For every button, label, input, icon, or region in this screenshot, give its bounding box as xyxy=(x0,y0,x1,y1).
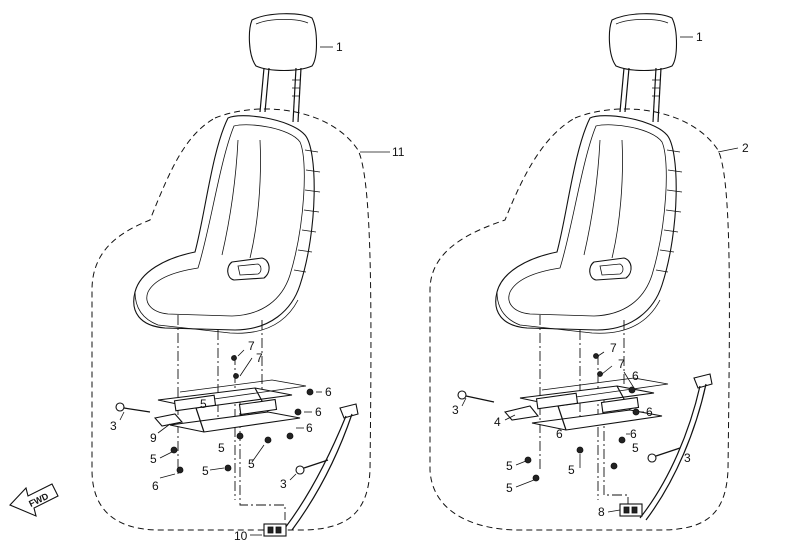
left-callout-bolt-right: 3 xyxy=(280,477,287,491)
left-callout-washer-b: 6 xyxy=(325,385,332,399)
right-callout-bolt-right: 3 xyxy=(684,451,691,465)
left-callout-screw-b: 7 xyxy=(256,351,263,365)
right-callout-screw-a: 7 xyxy=(610,341,617,355)
right-callout-nut-c: 5 xyxy=(568,463,575,477)
left-seat-assembly: 1 11 3 9 5 6 5 5 5 5 7 7 6 6 6 3 10 xyxy=(91,13,405,543)
right-callout-bolt-left: 3 xyxy=(452,403,459,417)
left-callout-assembly: 11 xyxy=(392,145,405,159)
right-bolt-3 xyxy=(457,390,495,403)
right-callout-washer-c: 6 xyxy=(630,427,637,441)
right-callout-washer-a: 6 xyxy=(632,369,639,383)
left-headrest xyxy=(248,13,318,123)
left-callout-nut-c: 5 xyxy=(200,397,207,411)
left-callout-nut-e: 5 xyxy=(248,457,255,471)
right-callout-nut-d: 5 xyxy=(632,441,639,455)
left-bolt-3b xyxy=(295,459,329,475)
left-callout-headrest: 1 xyxy=(336,40,343,54)
right-slide-rails xyxy=(503,377,669,431)
left-callout-bracket: 9 xyxy=(150,431,157,445)
left-latch-strap xyxy=(263,403,359,537)
left-bolt-3 xyxy=(115,402,151,413)
right-callout-washer-b: 6 xyxy=(646,405,653,419)
right-bolt-3b xyxy=(647,447,681,463)
right-callout-screw-b: 7 xyxy=(618,357,625,371)
right-callout-headrest: 1 xyxy=(696,30,703,44)
left-callout-nut-a: 5 xyxy=(150,452,157,466)
left-callout-nut-b: 5 xyxy=(202,464,209,478)
right-seat-shell xyxy=(495,115,683,334)
right-callout-assembly: 2 xyxy=(742,141,749,155)
left-seat-shell xyxy=(133,115,321,334)
left-slide-rails xyxy=(153,379,307,433)
right-callout-washer-d: 6 xyxy=(556,427,563,441)
left-callout-nut-d: 5 xyxy=(218,441,225,455)
right-callout-bracket: 4 xyxy=(494,415,501,429)
left-callout-washer-c: 6 xyxy=(315,405,322,419)
right-headrest xyxy=(608,13,678,123)
right-callout-latch: 8 xyxy=(598,505,605,519)
left-callout-washer-a: 6 xyxy=(152,479,159,493)
right-callout-nut-a: 5 xyxy=(506,459,513,473)
right-seat-assembly: 1 2 3 4 5 5 5 5 7 7 6 6 6 6 3 8 xyxy=(429,13,749,531)
left-assembly-boundary xyxy=(91,108,372,531)
right-callout-nut-b: 5 xyxy=(506,481,513,495)
left-callout-screw-a: 7 xyxy=(248,339,255,353)
right-assembly-boundary xyxy=(429,108,730,531)
right-latch-strap xyxy=(619,373,713,521)
left-callout-latch: 10 xyxy=(234,529,248,543)
forward-direction-arrow: FWD xyxy=(9,483,59,517)
left-callout-bolt-left: 3 xyxy=(110,419,117,433)
left-callout-washer-d: 6 xyxy=(306,421,313,435)
